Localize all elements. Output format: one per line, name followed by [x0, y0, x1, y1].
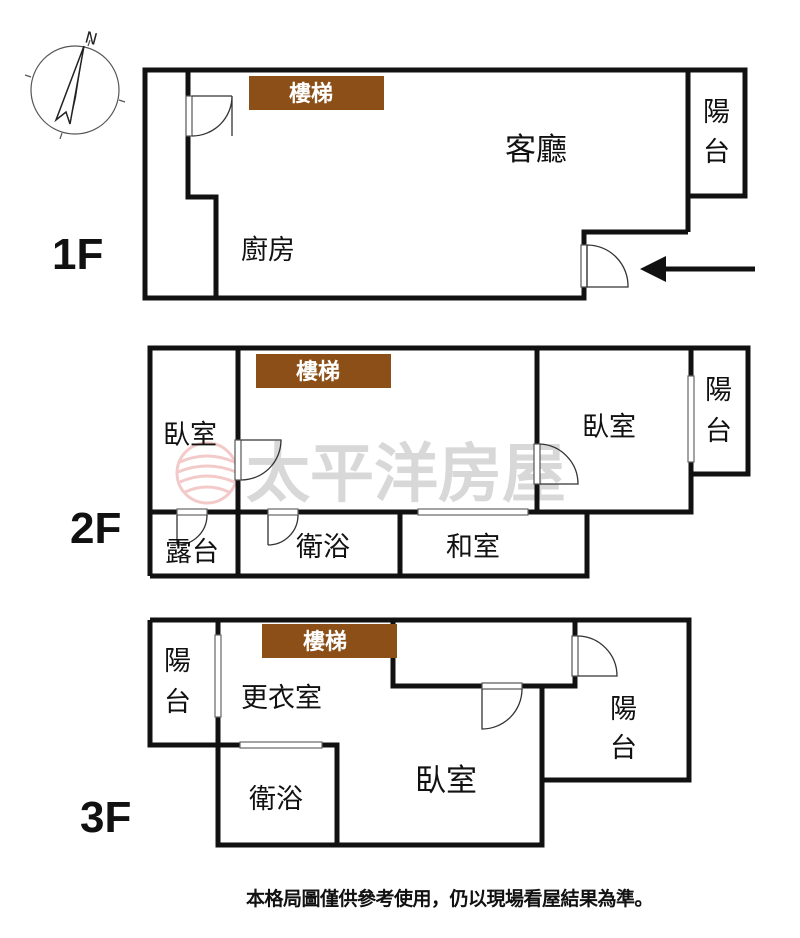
stairs-block-1f [249, 76, 384, 110]
floor-3f: 3F 樓梯 陽 台 更衣室 陽 台 衛浴 臥室 [80, 617, 692, 848]
disclaimer-text: 本格局圖僅供參考使用，仍以現場看屋結果為準。 [246, 888, 654, 910]
room-balcony-right-3f-char1: 陽 [610, 694, 637, 725]
stairs-block-3f [262, 624, 397, 658]
compass-north-label: N [83, 28, 99, 49]
floor-2f: 2F 樓梯 臥室 臥室 陽 台 露台 衛浴 和室 [70, 345, 751, 579]
room-balcony-2f-char1: 陽 [705, 375, 732, 406]
stairs-block-2f [256, 354, 391, 388]
room-balcony-right-3f-char2: 台 [610, 733, 637, 764]
room-living-1f: 客廳 [505, 132, 567, 168]
watermark: 太平洋房屋 [175, 437, 566, 512]
floor-1f: 1F 樓梯 客廳 廚房 陽 台 [52, 67, 755, 301]
room-balcony-left-3f-char1: 陽 [164, 646, 191, 677]
arrow-left-icon [640, 256, 755, 282]
room-balcony-1f-char1: 陽 [703, 97, 730, 128]
room-balcony-2f-char2: 台 [705, 416, 732, 447]
room-bathroom-2f: 衛浴 [296, 532, 350, 563]
room-bedroom-left-2f: 臥室 [163, 420, 217, 451]
room-kitchen-1f: 廚房 [241, 235, 295, 266]
compass-icon: N [24, 28, 126, 140]
room-tatami-2f: 和室 [446, 532, 500, 563]
stairs-label-1f: 樓梯 [289, 81, 333, 107]
room-bedroom-3f: 臥室 [415, 763, 477, 799]
watermark-logo [175, 441, 239, 505]
floor-label-2f: 2F [70, 504, 121, 553]
room-bedroom-right-2f: 臥室 [582, 412, 636, 443]
room-bathroom-3f: 衛浴 [249, 784, 303, 815]
stairs-label-2f: 樓梯 [296, 359, 340, 385]
room-terrace-2f: 露台 [165, 537, 219, 568]
floor-label-3f: 3F [80, 793, 131, 842]
room-balcony-left-3f-char2: 台 [164, 687, 191, 718]
stairs-label-3f: 樓梯 [303, 629, 347, 655]
watermark-text: 太平洋房屋 [246, 437, 566, 512]
floor-label-1f: 1F [52, 230, 103, 279]
room-closet-3f: 更衣室 [241, 683, 322, 714]
room-balcony-1f-char2: 台 [703, 137, 730, 168]
